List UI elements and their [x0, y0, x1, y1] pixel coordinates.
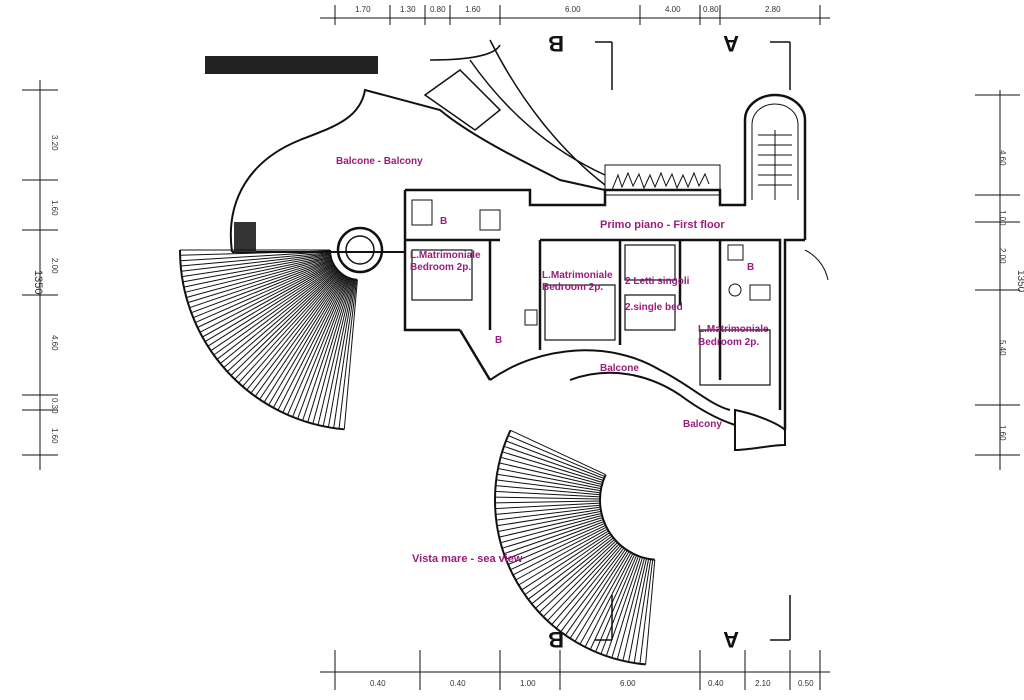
- dimension-bottom: [320, 650, 830, 690]
- dimension-top: [320, 5, 830, 25]
- dimension-bottom-text: 0.40 0.40 1.00 6.00 0.40 2.10 0.50: [370, 679, 814, 688]
- dim-label: 1.60: [998, 425, 1007, 441]
- bed-left: [411, 249, 473, 301]
- dim-label: 3.20: [50, 135, 59, 151]
- dim-label: 1.60: [50, 428, 59, 444]
- dim-label: 4.60: [998, 150, 1007, 166]
- section-marker-a-top: A: [723, 31, 739, 56]
- section-marker-a-bottom: A: [723, 627, 739, 652]
- dim-label: 0.40: [450, 679, 466, 688]
- label-bedroom-left-it: L.Matrimoniale: [410, 250, 481, 261]
- dim-label: 5.40: [998, 340, 1007, 356]
- label-balcony-top: Balcone - Balcony: [336, 156, 423, 167]
- label-bath-center: B: [495, 335, 502, 346]
- label-bath-top-left: B: [440, 216, 447, 227]
- bed-single-1: [624, 244, 676, 281]
- dim-label: 0.40: [708, 679, 724, 688]
- label-bedroom-right-it: L.Matrimoniale: [698, 324, 769, 335]
- dim-label: 1.60: [465, 5, 481, 14]
- dim-total: 1350: [1015, 270, 1024, 293]
- bathroom-fixtures: [411, 199, 771, 326]
- dim-label: 0.50: [798, 679, 814, 688]
- dim-label: 1.60: [50, 200, 59, 216]
- dimension-right: [975, 90, 1020, 470]
- label-bedroom-center-it: L.Matrimoniale: [542, 270, 613, 281]
- upper-balcony-outline: [229, 88, 606, 253]
- dim-label: 2.00: [998, 248, 1007, 264]
- dim-label: 0.80: [703, 5, 719, 14]
- beds: [411, 244, 771, 386]
- dim-label: 2.10: [755, 679, 771, 688]
- label-balcone: Balcone: [600, 363, 639, 374]
- section-marker-b-bottom: B: [548, 627, 564, 652]
- house-walls: [403, 93, 807, 430]
- dim-label: 0.80: [430, 5, 446, 14]
- dim-label: 1.70: [355, 5, 371, 14]
- dim-label: 1.00: [520, 679, 536, 688]
- label-floor-title: Primo piano - First floor: [600, 219, 725, 231]
- dim-label: 1.00: [998, 210, 1007, 226]
- label-balcony: Balcony: [683, 419, 722, 430]
- label-bedroom-right-en: Bedroom 2p.: [698, 337, 759, 348]
- dim-label: 2.00: [50, 258, 59, 274]
- label-bath-right: B: [747, 262, 754, 273]
- label-bedroom-left-en: Bedroom 2p.: [410, 262, 471, 273]
- label-sea-view: Vista mare - sea view: [412, 553, 523, 565]
- dim-label: 4.60: [50, 335, 59, 351]
- dim-label: 4.00: [665, 5, 681, 14]
- bed-center: [544, 284, 616, 341]
- dim-label: 6.00: [620, 679, 636, 688]
- spiral-stair-left: [179, 249, 358, 431]
- dim-total: 1350: [32, 270, 44, 294]
- dim-label: 1.30: [400, 5, 416, 14]
- round-column: [336, 226, 384, 274]
- stair-tower: [751, 103, 829, 281]
- label-bedroom-center-en: Bedroom 2p.: [542, 282, 603, 293]
- lower-balcony: [489, 349, 786, 452]
- label-single-beds-en: 2.single bed: [625, 302, 683, 313]
- dimension-top-text: 1.70 1.30 0.80 1.60 6.00 4.00 0.80 2.80: [355, 5, 781, 14]
- dim-label: 0.30: [50, 398, 59, 414]
- redacted-bar: [205, 56, 378, 74]
- spiral-stair-lower: [494, 429, 656, 666]
- dim-label: 0.40: [370, 679, 386, 688]
- bed-single-2: [624, 294, 676, 331]
- dimension-right-text: 4.60 1.00 2.00 5.40 1.60 1350: [998, 150, 1024, 441]
- dim-label: 6.00: [565, 5, 581, 14]
- dim-label: 2.80: [765, 5, 781, 14]
- planter: [604, 164, 721, 196]
- upper-stair-element: [423, 39, 606, 186]
- dimension-left-text: 1350 3.20 1.60 2.00 4.60 0.30 1.60: [32, 135, 59, 444]
- dimension-left: [22, 80, 58, 470]
- section-marker-b-top: B: [548, 31, 564, 56]
- bed-right: [699, 329, 771, 386]
- label-single-beds-it: 2 Letti singoli: [625, 276, 690, 287]
